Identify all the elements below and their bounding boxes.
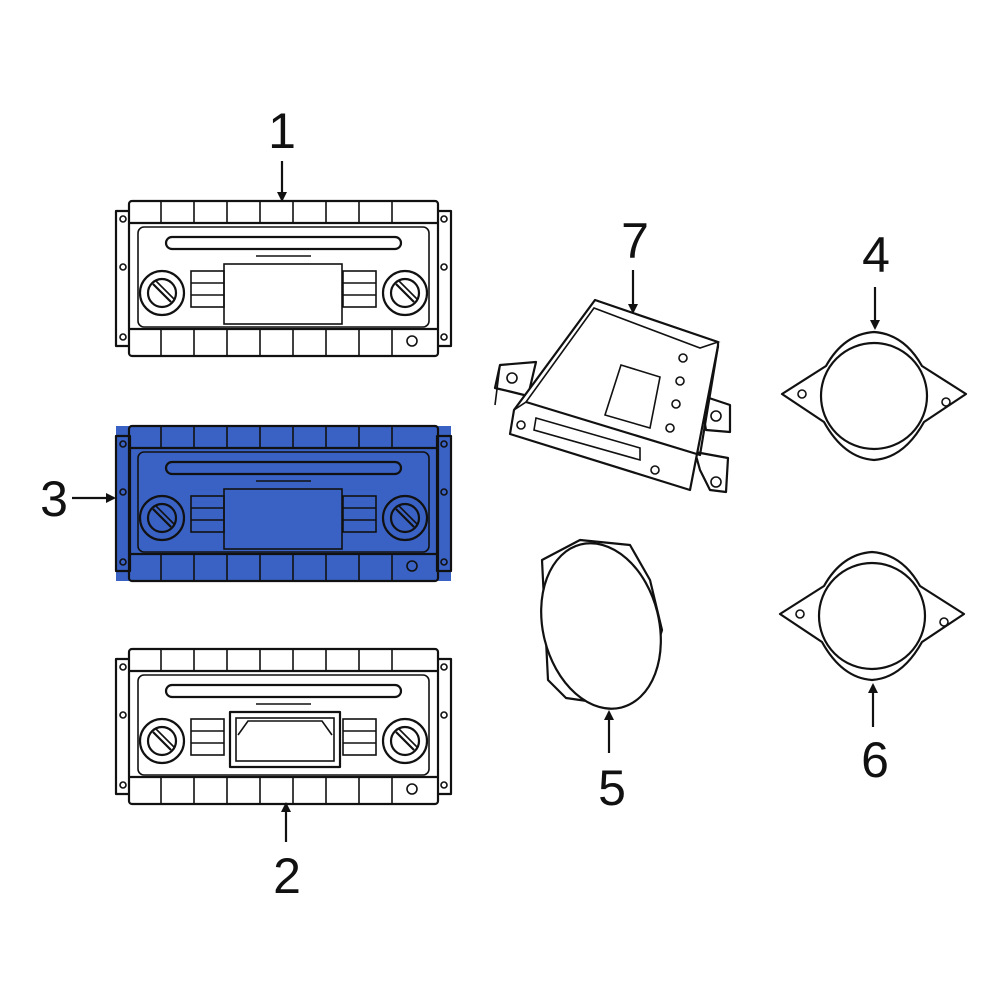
- callout-4: 4: [862, 227, 890, 283]
- part-5-oval-speaker: [540, 538, 664, 710]
- speaker-round-icon: [780, 330, 968, 462]
- radio-receiver-icon: [114, 199, 453, 358]
- part-1-radio-receiver: [114, 199, 453, 358]
- amplifier-module-icon: [493, 298, 732, 494]
- callout-5: 5: [598, 760, 626, 816]
- radio-receiver-icon: [114, 424, 453, 583]
- part-2-radio-receiver-cassette: [114, 647, 453, 806]
- callout-6: 6: [861, 732, 889, 788]
- part-6-round-speaker: [778, 550, 966, 682]
- callout-2: 2: [273, 848, 301, 904]
- speaker-oval-icon: [540, 538, 664, 710]
- callout-7: 7: [621, 213, 649, 269]
- part-7-amplifier-module: [493, 298, 732, 494]
- callout-1: 1: [268, 103, 296, 159]
- part-3-radio-receiver-highlighted: [114, 424, 453, 583]
- callout-3: 3: [40, 471, 68, 527]
- speaker-round-icon: [778, 550, 966, 682]
- radio-receiver-cassette-icon: [114, 647, 453, 806]
- part-4-round-speaker: [780, 330, 968, 462]
